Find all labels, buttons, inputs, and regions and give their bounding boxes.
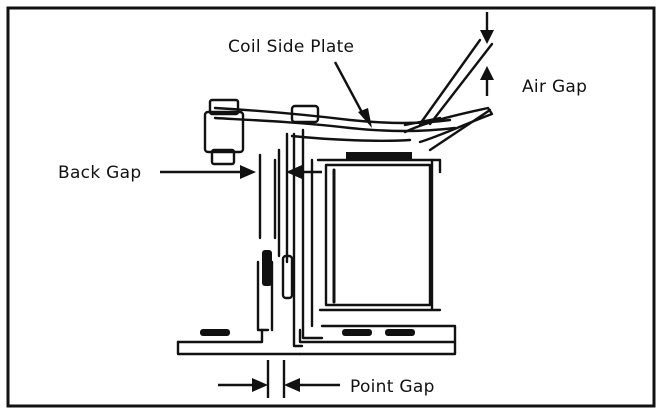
screw-head-2 xyxy=(290,104,320,124)
relay-drawing xyxy=(176,38,494,356)
yoke-bracket xyxy=(292,128,324,348)
coil-side-plate-arrow xyxy=(333,61,367,119)
coil xyxy=(310,152,442,328)
callout-arrows xyxy=(160,12,494,398)
back-gap-label: Back Gap xyxy=(58,163,141,183)
screw-head xyxy=(203,98,245,166)
diagram-frame xyxy=(6,6,656,408)
contact-arm xyxy=(418,38,494,152)
air-gap-label: Air Gap xyxy=(522,77,587,97)
base-plate xyxy=(176,324,457,356)
contact-points xyxy=(262,132,294,300)
point-gap-label: Point Gap xyxy=(350,377,435,397)
coil-side-plate-label: Coil Side Plate xyxy=(228,37,354,57)
support-post xyxy=(256,153,277,332)
